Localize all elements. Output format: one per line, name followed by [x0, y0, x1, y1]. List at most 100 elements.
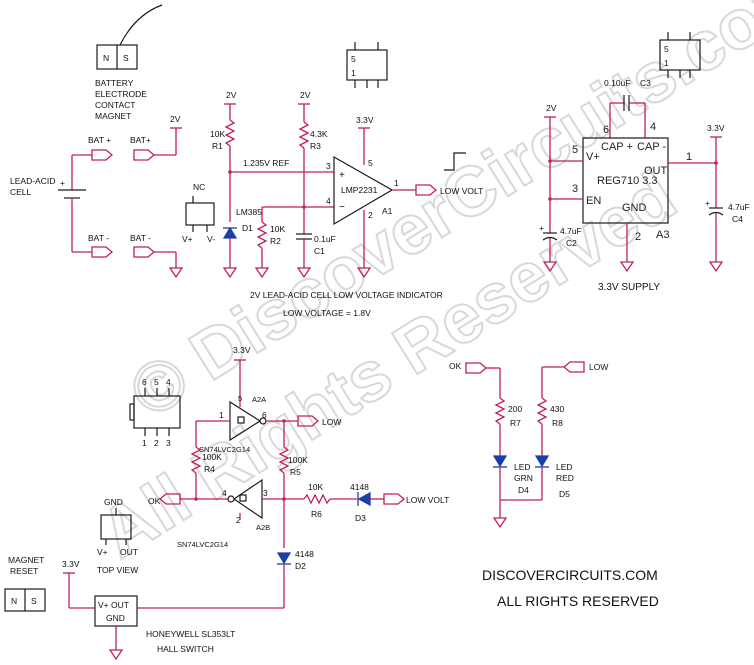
- comparator-triangle: [333, 155, 394, 226]
- pkg-pin: 5: [154, 377, 159, 387]
- comparator-pin: 3: [326, 161, 331, 171]
- hall-name2: HALL SWITCH: [157, 644, 214, 654]
- comparator-ref: A1: [382, 206, 393, 216]
- connector-bat-minus: [91, 246, 114, 258]
- a2b-part: SN74LVC2G14: [177, 540, 228, 549]
- d2-value: 4148: [295, 549, 314, 559]
- r3-value: 4.3K: [310, 129, 328, 139]
- c3-value: 0.10uF: [604, 78, 630, 88]
- magnet-s: S: [123, 53, 129, 63]
- ground-icon: [492, 517, 508, 529]
- r4-ref: R4: [204, 464, 215, 474]
- schmitt-low-volt: LOW VOLT: [406, 495, 449, 505]
- lm385-name: LM385: [236, 207, 262, 217]
- reg-pin: 4: [650, 121, 656, 133]
- comparator-plus: +: [339, 170, 345, 181]
- topview-label: TOP VIEW: [97, 565, 138, 575]
- d4-led: [492, 455, 508, 468]
- d5-label: RED: [556, 473, 574, 483]
- reg-vplus: V+: [586, 151, 600, 163]
- r4-resistor: [190, 446, 202, 474]
- reg-ref: A3: [656, 229, 669, 241]
- r4-value: 100K: [202, 452, 222, 462]
- regulator-body: [582, 137, 669, 224]
- pkg-pin: 1: [142, 438, 147, 448]
- hall-switch: MAGNET RESET N S 3.3V V+ OUT GND HONEYWE…: [4, 555, 235, 661]
- ground-icon: [356, 267, 372, 279]
- c2-value: 4.7uF: [560, 226, 582, 236]
- reg-rail-out: 3.3V: [707, 123, 725, 133]
- pkg-pin: 3: [166, 438, 171, 448]
- pkg-pin: 5: [351, 54, 356, 64]
- reg-title: 3.3V SUPPLY: [598, 282, 660, 293]
- magnet-reset-label: MAGNET: [8, 555, 44, 565]
- magnet-reset-label: RESET: [10, 566, 38, 576]
- c1-value: 0.1uF: [314, 234, 336, 244]
- r5-ref: R5: [290, 467, 301, 477]
- connector-ok: [158, 493, 181, 505]
- battery-magnet: N S BATTERY ELECTRODE CONTACT MAGNET: [95, 4, 163, 121]
- magnet-reset-s: S: [31, 596, 37, 606]
- indicator-title: 2V LEAD-ACID CELL LOW VOLTAGE INDICATOR: [250, 290, 443, 300]
- r8-value: 430: [550, 404, 564, 414]
- comparator-name: LMP2231: [341, 185, 378, 195]
- d4-label: LED: [514, 462, 531, 472]
- r3-resistor: [298, 121, 310, 149]
- pkg-pin: 6: [142, 377, 147, 387]
- r5-resistor: [278, 446, 290, 474]
- topview-vplus: V+: [97, 547, 108, 557]
- reg-en: EN: [586, 195, 601, 207]
- topview-gnd: GND: [104, 497, 123, 507]
- a2a-pin: 5: [238, 394, 242, 403]
- connector-bat-plus: [133, 149, 156, 161]
- schmitt-trigger-block: 6 5 4 1 2 3 3.3V A2A 5 1 6 SN74LVC2G14 L…: [129, 345, 449, 609]
- d1-diode: [222, 226, 238, 239]
- cell-label: LEAD-ACID: [10, 176, 55, 186]
- a2b-bubble: [227, 495, 235, 503]
- bat-plus-label: BAT +: [88, 135, 111, 145]
- ground-icon: [619, 261, 635, 273]
- magnet-label: ELECTRODE: [95, 89, 147, 99]
- a2b-pin: 3: [263, 488, 268, 498]
- pkg-pin: 2: [154, 438, 159, 448]
- r2-value: 10K: [270, 224, 285, 234]
- r3-ref: R3: [310, 141, 321, 151]
- led-block: OK LOW 200 R7 430 R8 LED GRN D4 LED RED …: [449, 361, 608, 529]
- reg-pin: 5: [572, 144, 578, 156]
- schmitt-ok: OK: [148, 496, 161, 506]
- a2b-pin: 4: [222, 488, 227, 498]
- reg-name: REG710 3.3: [597, 175, 658, 187]
- c4-value: 4.7uF: [728, 202, 750, 212]
- a2a-pin: 6: [262, 410, 267, 420]
- ground-icon: [542, 261, 558, 273]
- rail-2v: 2V: [170, 114, 181, 124]
- lm385-vplus: V+: [182, 234, 193, 244]
- topview-out: OUT: [120, 547, 138, 557]
- r6-value: 10K: [308, 482, 323, 492]
- hall-gnd: GND: [106, 613, 125, 623]
- d2-ref: D2: [295, 561, 306, 571]
- comparator-pin: 4: [326, 196, 331, 206]
- hall-pins: V+ OUT: [98, 600, 129, 610]
- reg-cap-minus: CAP -: [637, 141, 666, 153]
- pkg-pin: 1: [351, 68, 356, 78]
- comparator-minus: −: [339, 202, 345, 213]
- magnet-label: CONTACT: [95, 100, 135, 110]
- r5-value: 100K: [288, 455, 308, 465]
- lm385-nc: NC: [193, 182, 205, 192]
- bat-plus-label: BAT+: [130, 135, 151, 145]
- pkg-pin: 1: [664, 58, 669, 68]
- d3-ref: D3: [355, 513, 366, 523]
- comparator-rail: 3.3V: [356, 115, 374, 125]
- lm385-vminus: V-: [207, 234, 215, 244]
- regulator-a3: 0.10uF C3 6 4 5 3 1 2 V+ CAP + CAP - OUT…: [539, 78, 750, 293]
- d5-label: LED: [556, 462, 573, 472]
- hall-package: [100, 514, 132, 540]
- a2b-pin: 2: [236, 515, 241, 525]
- ground-icon: [222, 267, 238, 279]
- led-low: LOW: [589, 362, 608, 372]
- connector-low-volt: [383, 493, 406, 505]
- ground-icon: [254, 267, 270, 279]
- a2a-ref: A2A: [252, 395, 266, 404]
